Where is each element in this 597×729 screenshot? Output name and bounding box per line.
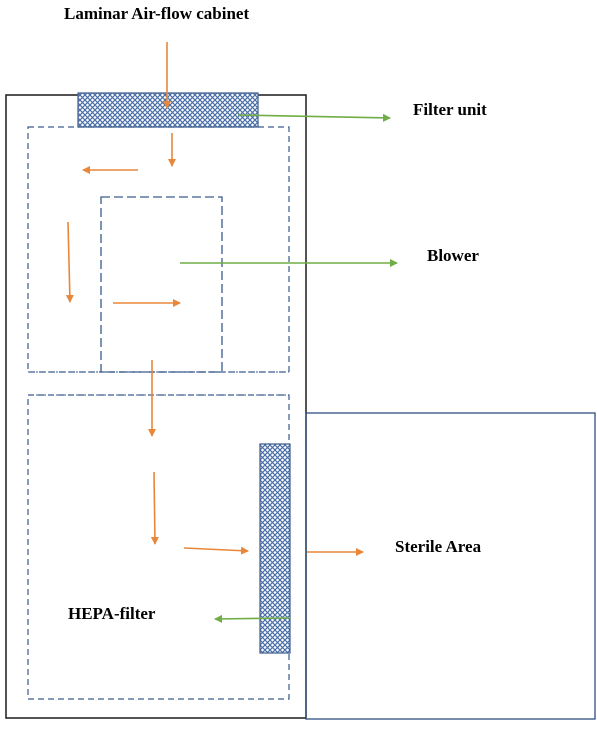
filter-unit-label: Filter unit bbox=[413, 100, 487, 119]
airflow-arrow-down-4 bbox=[150, 471, 159, 545]
pointer-arrow-filter-unit bbox=[237, 113, 391, 122]
sterile-area-label: Sterile Area bbox=[395, 537, 482, 556]
lower-chamber bbox=[27, 394, 290, 700]
airflow-arrow-down-2 bbox=[65, 221, 74, 303]
upper-chamber bbox=[27, 126, 290, 373]
blower-label: Blower bbox=[427, 246, 479, 265]
filter-unit-block bbox=[77, 92, 259, 128]
hepa-filter-block bbox=[259, 443, 291, 654]
pointer-arrow-hepa bbox=[214, 614, 290, 623]
blower-box bbox=[100, 196, 223, 373]
sterile-area-box bbox=[305, 412, 596, 720]
airflow-arrow-right-2 bbox=[183, 546, 249, 555]
diagram-title: Laminar Air-flow cabinet bbox=[64, 4, 250, 23]
hepa-filter-label: HEPA-filter bbox=[68, 604, 156, 623]
